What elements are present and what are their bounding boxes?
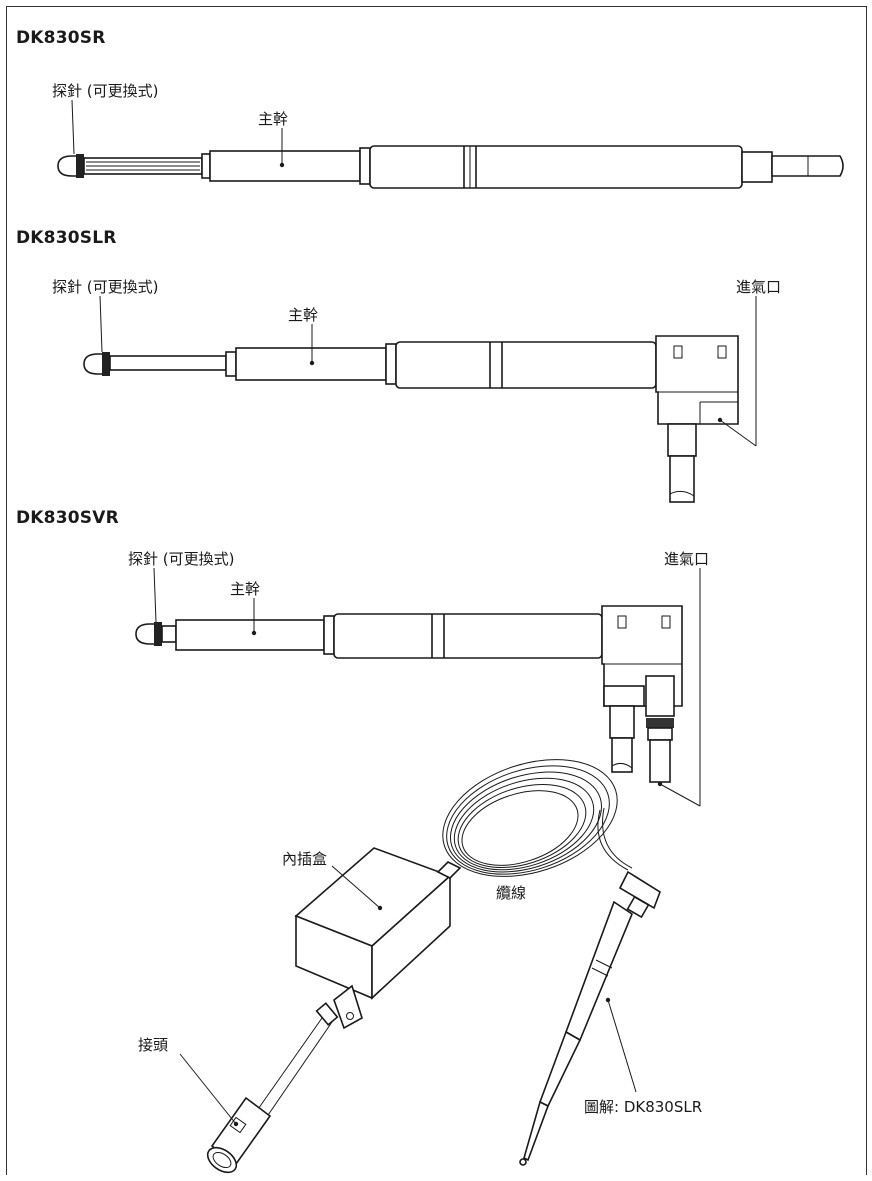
inlet-label-slr: 進氣口 [736,278,782,296]
illustration-label: 圖解: DK830SLR [584,1098,703,1116]
probe-assembly-illustration [179,759,661,1174]
probe-dk830svr [135,567,701,807]
body-label-sr: 主幹 [258,110,289,128]
connector-label: 接頭 [138,1036,169,1054]
body-label-slr: 主幹 [288,306,319,324]
probe-dk830sr [57,99,844,189]
probe-label-sr: 探針 (可更換式) [52,82,159,100]
probe-label-slr: 探針 (可更換式) [52,278,159,296]
section-title-dk830slr: DK830SLR [16,228,117,248]
probe-label-svr: 探針 (可更換式) [128,550,235,568]
page-frame [6,6,867,1175]
section-title-dk830sr: DK830SR [16,28,106,48]
inlet-label-svr: 進氣口 [664,550,710,568]
box-label: 內插盒 [282,850,328,868]
body-label-svr: 主幹 [230,580,261,598]
cable-label: 纜線 [496,884,527,902]
probe-dk830slr [83,295,757,503]
section-title-dk830svr: DK830SVR [16,508,119,528]
